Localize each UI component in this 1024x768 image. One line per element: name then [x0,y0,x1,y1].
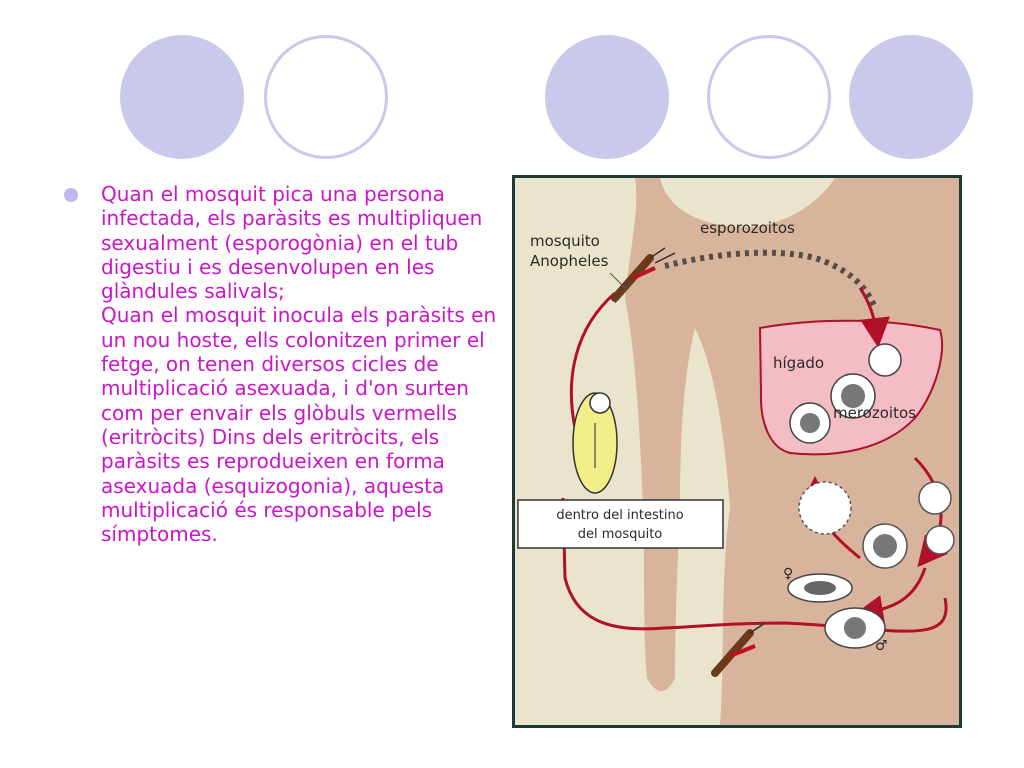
liver-cell-1 [868,343,902,377]
decor-circle-4 [707,35,831,159]
gut-label-line1: dentro del intestino [556,508,683,523]
merozoites-label: merozoitos [833,404,916,422]
decor-circle-1 [120,35,244,159]
bullet-text: Quan el mosquit pica una persona infecta… [101,182,504,546]
mosquito-label-line1: mosquito [530,232,600,250]
gamete-circle [589,392,611,414]
sporozoites-label: esporozoitos [700,219,795,237]
malaria-cycle-figure: mosquito Anopheles esporozoitos hígado m… [512,175,962,728]
arrow-mosquito-down [569,291,616,429]
blood-cell-4 [925,525,955,555]
mosquito-label-line2: Anopheles [530,252,609,270]
paragraph-2: Quan el mosquit inocula els paràsits en … [101,303,497,547]
mosquito-top-illustration [609,247,676,304]
malaria-cycle-diagram: mosquito Anopheles esporozoitos hígado m… [517,178,959,725]
gut-label-box [517,499,724,549]
bullet-item: Quan el mosquit pica una persona infecta… [64,182,504,546]
sporozoites-trail [664,249,878,310]
bullet-dot [64,188,78,202]
female-symbol: ♀ [783,566,793,582]
paragraph-1: Quan el mosquit pica una persona infecta… [101,182,483,304]
arrow-to-liver [858,287,890,348]
mosquito-bottom-illustration [711,622,766,677]
gut-label-line2: del mosquito [578,527,663,542]
male-symbol: ♂ [875,638,888,654]
decor-circle-5 [849,35,973,159]
decor-circle-2 [264,35,388,159]
blood-cell-1 [918,481,952,515]
blood-cell-2 [798,481,852,535]
arrow-to-gametocytes [853,567,927,625]
liver-label: hígado [773,354,824,372]
arrow-bottom-loop [561,497,948,633]
decor-circle-3 [545,35,669,159]
